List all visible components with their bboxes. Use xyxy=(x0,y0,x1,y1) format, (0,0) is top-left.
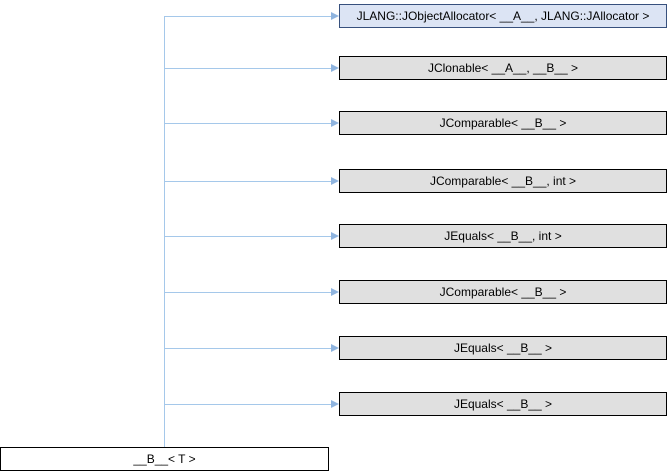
class-node-jcomparable-2[interactable]: JComparable< __B__ > xyxy=(339,280,667,304)
edge-connector xyxy=(164,16,332,17)
edge-trunk xyxy=(164,16,165,448)
arrowhead-icon xyxy=(331,400,339,408)
arrowhead-icon xyxy=(331,12,339,20)
class-node-jequals-int[interactable]: JEquals< __B__, int > xyxy=(339,224,667,248)
arrowhead-icon xyxy=(331,119,339,127)
class-node-label: JEquals< __B__ > xyxy=(453,341,553,355)
class-node-label: JEquals< __B__, int > xyxy=(444,229,562,243)
class-node-label: __B__< T > xyxy=(133,452,196,466)
class-node-jcomparable-int[interactable]: JComparable< __B__, int > xyxy=(339,169,667,193)
edge-connector xyxy=(164,68,332,69)
class-node-jclonable[interactable]: JClonable< __A__, __B__ > xyxy=(339,56,667,80)
arrowhead-icon xyxy=(331,64,339,72)
class-node-label: JComparable< __B__, int > xyxy=(429,174,577,188)
class-node-label: JLANG::JObjectAllocator< __A__, JLANG::J… xyxy=(356,9,650,23)
class-node-label: JEquals< __B__ > xyxy=(453,397,553,411)
edge-connector xyxy=(164,348,332,349)
class-node-label: JComparable< __B__ > xyxy=(439,285,567,299)
class-node-label: JClonable< __A__, __B__ > xyxy=(427,61,579,75)
class-node-jequals[interactable]: JEquals< __B__ > xyxy=(339,336,667,360)
arrowhead-icon xyxy=(331,288,339,296)
edge-connector xyxy=(164,236,332,237)
class-node-derived: __B__< T > xyxy=(0,447,329,471)
edge-connector xyxy=(164,292,332,293)
class-node-jcomparable[interactable]: JComparable< __B__ > xyxy=(339,111,667,135)
arrowhead-icon xyxy=(331,232,339,240)
class-node-jobjectallocator[interactable]: JLANG::JObjectAllocator< __A__, JLANG::J… xyxy=(339,4,667,28)
edge-connector xyxy=(164,123,332,124)
class-node-jequals-2[interactable]: JEquals< __B__ > xyxy=(339,392,667,416)
edge-connector xyxy=(164,181,332,182)
edge-connector xyxy=(164,404,332,405)
arrowhead-icon xyxy=(331,344,339,352)
class-node-label: JComparable< __B__ > xyxy=(439,116,567,130)
arrowhead-icon xyxy=(331,177,339,185)
